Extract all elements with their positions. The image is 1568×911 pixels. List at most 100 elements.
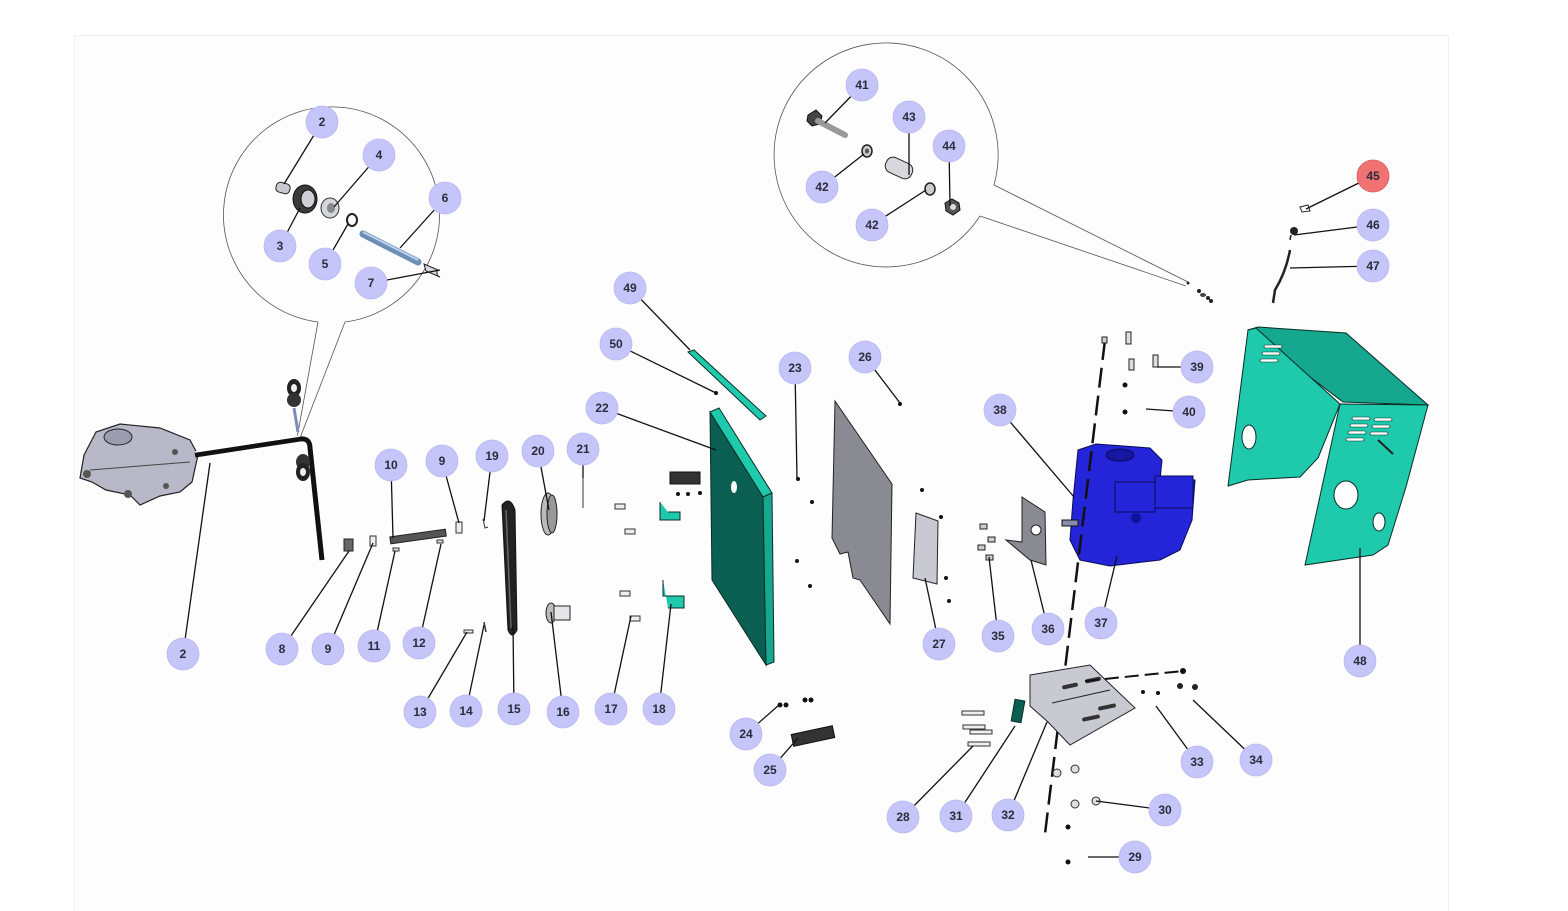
svg-text:42: 42 xyxy=(865,218,879,232)
callout-12[interactable]: 12 xyxy=(402,626,436,660)
callout-19[interactable]: 19 xyxy=(475,439,509,473)
callout-15[interactable]: 15 xyxy=(497,692,531,726)
hood-vents xyxy=(1259,344,1394,455)
leader-lines xyxy=(182,84,1374,858)
callout-37[interactable]: 37 xyxy=(1084,606,1118,640)
callout-18[interactable]: 18 xyxy=(642,692,676,726)
detail-ring xyxy=(346,213,358,227)
svg-text:7: 7 xyxy=(368,276,375,290)
svg-text:45: 45 xyxy=(1366,169,1380,183)
callout-48[interactable]: 48 xyxy=(1343,644,1377,678)
side-panel-teal xyxy=(687,349,775,667)
callouts: 2 3 4 5 6 7 2 8 9 9 10 11 12 13 14 15 16… xyxy=(166,68,1390,874)
svg-text:2: 2 xyxy=(180,647,187,661)
engine-base-plate xyxy=(961,664,1198,865)
callout-47[interactable]: 47 xyxy=(1356,249,1390,283)
callout-8[interactable]: 8 xyxy=(265,632,299,666)
callout-27[interactable]: 27 xyxy=(922,627,956,661)
callout-50[interactable]: 50 xyxy=(599,327,633,361)
callout-39[interactable]: 39 xyxy=(1180,350,1214,384)
callout-11[interactable]: 11 xyxy=(357,629,391,663)
parts-45-47 xyxy=(1186,204,1311,304)
callout-31[interactable]: 31 xyxy=(939,799,973,833)
engine-blue xyxy=(1061,443,1196,567)
callout-6[interactable]: 6 xyxy=(428,181,462,215)
callout-45-highlighted[interactable]: 45 xyxy=(1356,159,1390,193)
svg-text:32: 32 xyxy=(1001,808,1015,822)
svg-text:13: 13 xyxy=(413,705,427,719)
grey-mounting-plate xyxy=(795,399,902,626)
svg-text:38: 38 xyxy=(993,403,1007,417)
detail-view-gearbox-shaft xyxy=(223,106,441,439)
svg-text:20: 20 xyxy=(531,444,545,458)
pulley-lower xyxy=(545,602,571,624)
callout-23[interactable]: 23 xyxy=(778,351,812,385)
callout-42-upper[interactable]: 42 xyxy=(805,170,839,204)
svg-text:6: 6 xyxy=(442,191,449,205)
detail-view-bolt-spacer xyxy=(773,42,1189,287)
callout-2-main[interactable]: 2 xyxy=(166,637,200,671)
svg-text:35: 35 xyxy=(991,629,1005,643)
callout-33[interactable]: 33 xyxy=(1180,745,1214,779)
callout-3[interactable]: 3 xyxy=(263,229,297,263)
callout-22[interactable]: 22 xyxy=(585,391,619,425)
svg-text:23: 23 xyxy=(788,361,802,375)
detail-nut xyxy=(944,198,961,216)
callout-26[interactable]: 26 xyxy=(848,340,882,374)
callout-41[interactable]: 41 xyxy=(845,68,879,102)
drive-frame-bar xyxy=(194,379,325,561)
svg-text:10: 10 xyxy=(384,458,398,472)
svg-text:44: 44 xyxy=(942,139,956,153)
callout-46[interactable]: 46 xyxy=(1356,208,1390,242)
callout-40[interactable]: 40 xyxy=(1172,395,1206,429)
svg-text:8: 8 xyxy=(279,642,286,656)
callout-9-lower[interactable]: 9 xyxy=(311,632,345,666)
bracket-27 xyxy=(912,488,951,603)
svg-text:15: 15 xyxy=(507,702,521,716)
callout-21[interactable]: 21 xyxy=(566,432,600,466)
callout-4[interactable]: 4 xyxy=(362,138,396,172)
callout-24[interactable]: 24 xyxy=(729,717,763,751)
svg-text:5: 5 xyxy=(322,257,329,271)
callout-32[interactable]: 32 xyxy=(991,798,1025,832)
detail-bolt xyxy=(806,109,848,138)
pulley-upper xyxy=(540,492,558,536)
detail-spacer xyxy=(884,156,914,180)
detail-washer-2 xyxy=(924,182,936,196)
callout-28[interactable]: 28 xyxy=(886,800,920,834)
svg-text:42: 42 xyxy=(815,180,829,194)
callout-36[interactable]: 36 xyxy=(1031,612,1065,646)
svg-text:2: 2 xyxy=(319,115,326,129)
callout-38[interactable]: 38 xyxy=(983,393,1017,427)
callout-2[interactable]: 2 xyxy=(305,105,339,139)
callout-44[interactable]: 44 xyxy=(932,129,966,163)
svg-text:47: 47 xyxy=(1366,259,1380,273)
callout-49[interactable]: 49 xyxy=(613,271,647,305)
callout-7[interactable]: 7 xyxy=(354,266,388,300)
callout-10[interactable]: 10 xyxy=(374,448,408,482)
callout-14[interactable]: 14 xyxy=(449,694,483,728)
svg-text:16: 16 xyxy=(556,705,570,719)
callout-13[interactable]: 13 xyxy=(403,695,437,729)
callout-17[interactable]: 17 xyxy=(594,692,628,726)
callout-35[interactable]: 35 xyxy=(981,619,1015,653)
svg-text:48: 48 xyxy=(1353,654,1367,668)
callout-25[interactable]: 25 xyxy=(753,753,787,787)
svg-text:46: 46 xyxy=(1366,218,1380,232)
svg-text:50: 50 xyxy=(609,337,623,351)
callout-30[interactable]: 30 xyxy=(1148,793,1182,827)
svg-text:4: 4 xyxy=(376,148,383,162)
callout-9-upper[interactable]: 9 xyxy=(425,444,459,478)
callout-42-lower[interactable]: 42 xyxy=(855,208,889,242)
svg-text:26: 26 xyxy=(858,350,872,364)
callout-34[interactable]: 34 xyxy=(1239,743,1273,777)
callout-29[interactable]: 29 xyxy=(1118,840,1152,874)
svg-text:37: 37 xyxy=(1094,616,1108,630)
callout-5[interactable]: 5 xyxy=(308,247,342,281)
callout-43[interactable]: 43 xyxy=(892,100,926,134)
detail-bushing xyxy=(275,181,291,195)
svg-text:33: 33 xyxy=(1190,755,1204,769)
svg-text:17: 17 xyxy=(604,702,618,716)
callout-20[interactable]: 20 xyxy=(521,434,555,468)
callout-16[interactable]: 16 xyxy=(546,695,580,729)
